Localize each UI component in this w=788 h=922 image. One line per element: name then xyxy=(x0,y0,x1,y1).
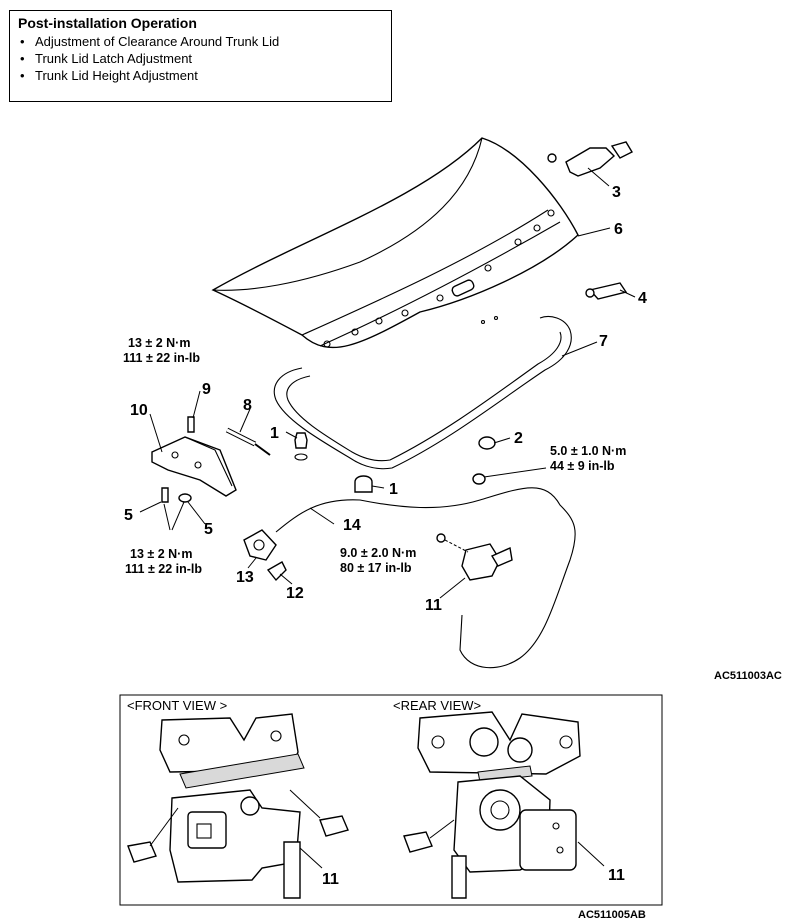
lid-bracket xyxy=(151,416,237,503)
callout-11-rear-view: 11 xyxy=(608,867,625,884)
post-installation-item: Trunk Lid Height Adjustment xyxy=(18,67,383,84)
cable-clip xyxy=(266,561,287,582)
latch-front-view xyxy=(127,713,349,899)
callout-5-left: 5 xyxy=(124,507,133,524)
latch-rear-view xyxy=(403,711,605,899)
figure-code-detail: AC511005AB xyxy=(578,909,646,921)
callout-1-upper: 1 xyxy=(270,425,279,442)
latch-detail-panel: <FRONT VIEW > <REAR VIEW> xyxy=(119,694,663,906)
callout-11-front-view: 11 xyxy=(322,871,339,888)
callout-5-right: 5 xyxy=(204,521,213,538)
callout-2: 2 xyxy=(514,430,523,447)
rear-view-label: <REAR VIEW> xyxy=(393,698,481,713)
callout-10: 10 xyxy=(130,402,148,419)
torque-bolt-5-inlb: 111 ± 22 in-lb xyxy=(125,562,202,576)
torque-specs: 13 ± 2 N·m 111 ± 22 in-lb 13 ± 2 N·m 111… xyxy=(123,336,626,576)
callout-1-lower: 1 xyxy=(389,481,398,498)
callout-labels: 3 6 4 7 8 9 10 1 1 2 5 5 14 13 12 11 xyxy=(124,184,647,614)
post-installation-list: Adjustment of Clearance Around Trunk Lid… xyxy=(18,33,383,84)
callout-6: 6 xyxy=(614,221,623,238)
callout-3: 3 xyxy=(612,184,621,201)
weatherstrip xyxy=(273,315,572,470)
callout-12: 12 xyxy=(286,585,304,602)
callout-8: 8 xyxy=(243,397,252,414)
torque-bolt-5-nm: 13 ± 2 N·m xyxy=(130,547,192,561)
post-installation-title: Post-installation Operation xyxy=(18,15,197,31)
callout-4: 4 xyxy=(638,290,647,307)
callout-11: 11 xyxy=(425,597,442,614)
torque-latch-inlb: 80 ± 17 in-lb xyxy=(340,561,412,575)
figure-code-main: AC511003AC xyxy=(714,670,782,682)
callout-14: 14 xyxy=(343,517,361,534)
torque-bumper-nm: 5.0 ± 1.0 N·m xyxy=(550,444,626,458)
rod-clip xyxy=(585,282,628,300)
trunk-lid xyxy=(211,137,579,349)
post-installation-item: Trunk Lid Latch Adjustment xyxy=(18,50,383,67)
trunk-lid-latch xyxy=(436,533,513,581)
torque-latch-nm: 9.0 ± 2.0 N·m xyxy=(340,546,416,560)
torque-bolt-9-nm: 13 ± 2 N·m xyxy=(128,336,190,350)
torque-bolt-9-inlb: 111 ± 22 in-lb xyxy=(123,351,200,365)
bumper-lower xyxy=(354,475,373,493)
post-installation-item: Adjustment of Clearance Around Trunk Lid xyxy=(18,33,383,50)
post-installation-box: Post-installation Operation Adjustment o… xyxy=(9,10,392,102)
callout-9: 9 xyxy=(202,381,211,398)
torque-bumper-inlb: 44 ± 9 in-lb xyxy=(550,459,615,473)
opener-handle xyxy=(243,529,277,561)
leader-lines xyxy=(139,167,636,599)
release-cable xyxy=(275,487,576,669)
front-view-label: <FRONT VIEW > xyxy=(127,698,227,713)
bumper-2 xyxy=(472,436,496,485)
bumper-upper xyxy=(294,432,308,461)
gas-strut xyxy=(225,427,271,456)
trunk-hinge xyxy=(547,141,633,177)
callout-13: 13 xyxy=(236,569,254,586)
callout-7: 7 xyxy=(599,333,608,350)
